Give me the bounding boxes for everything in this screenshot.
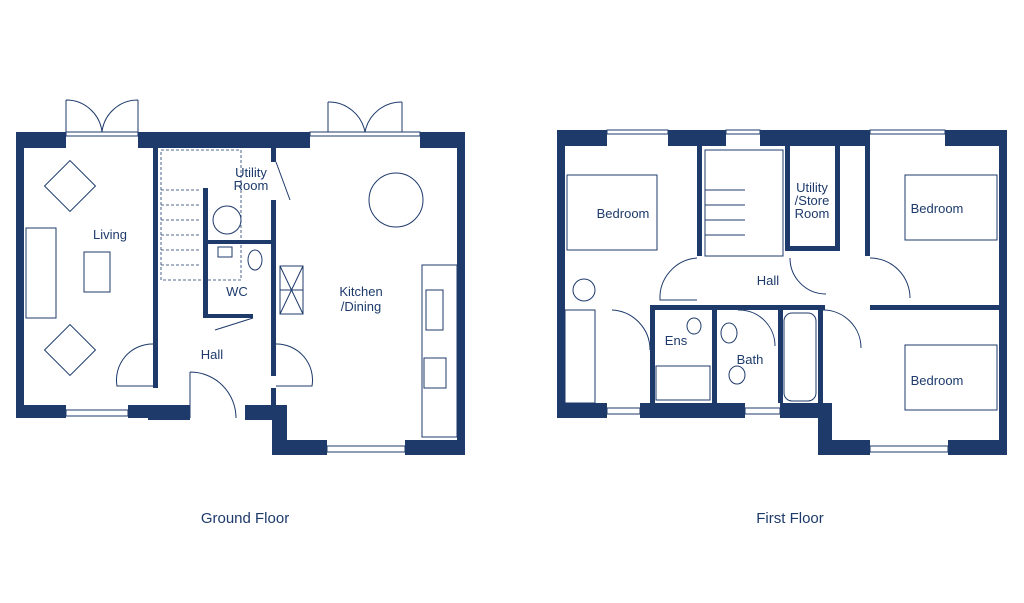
room-label-utility-room-line2: Room: [234, 178, 269, 193]
ground-floor-windows-doors: [65, 99, 421, 453]
room-label-kitchen: Kitchen: [339, 284, 382, 299]
room-label-bath: Bath: [737, 352, 764, 367]
room-label-utility-store-line3: Room: [795, 206, 830, 221]
ground-floor-walls: [16, 132, 465, 455]
first-floor-title: First Floor: [756, 510, 824, 527]
first-floor-windows-doors: [606, 129, 949, 453]
room-label-utility-store: Utility: [796, 180, 828, 195]
room-label-bedroom-2: Bedroom: [911, 201, 964, 216]
room-label-hall: Hall: [201, 347, 224, 362]
ground-floor-title: Ground Floor: [201, 510, 289, 527]
room-label-dining: /Dining: [341, 299, 381, 314]
room-label-utility-room: Utility: [235, 165, 267, 180]
first-floor-fixtures: [564, 149, 998, 411]
room-label-hall-first: Hall: [757, 273, 780, 288]
first-floor-plan: Bedroom Utility /Store Room Bedroom Hall…: [557, 129, 1007, 527]
room-label-wc: WC: [226, 284, 248, 299]
ground-floor-fixtures: [25, 149, 458, 438]
room-label-utility-store-line2: /Store: [795, 193, 830, 208]
first-floor-walls: [557, 130, 1007, 455]
room-label-living: Living: [93, 227, 127, 242]
room-label-bedroom-3: Bedroom: [911, 373, 964, 388]
room-label-ensuite: Ens: [665, 333, 688, 348]
room-label-bedroom-1: Bedroom: [597, 206, 650, 221]
ground-floor-plan: Living Utility Room WC Kitchen /Dining H…: [16, 99, 465, 527]
